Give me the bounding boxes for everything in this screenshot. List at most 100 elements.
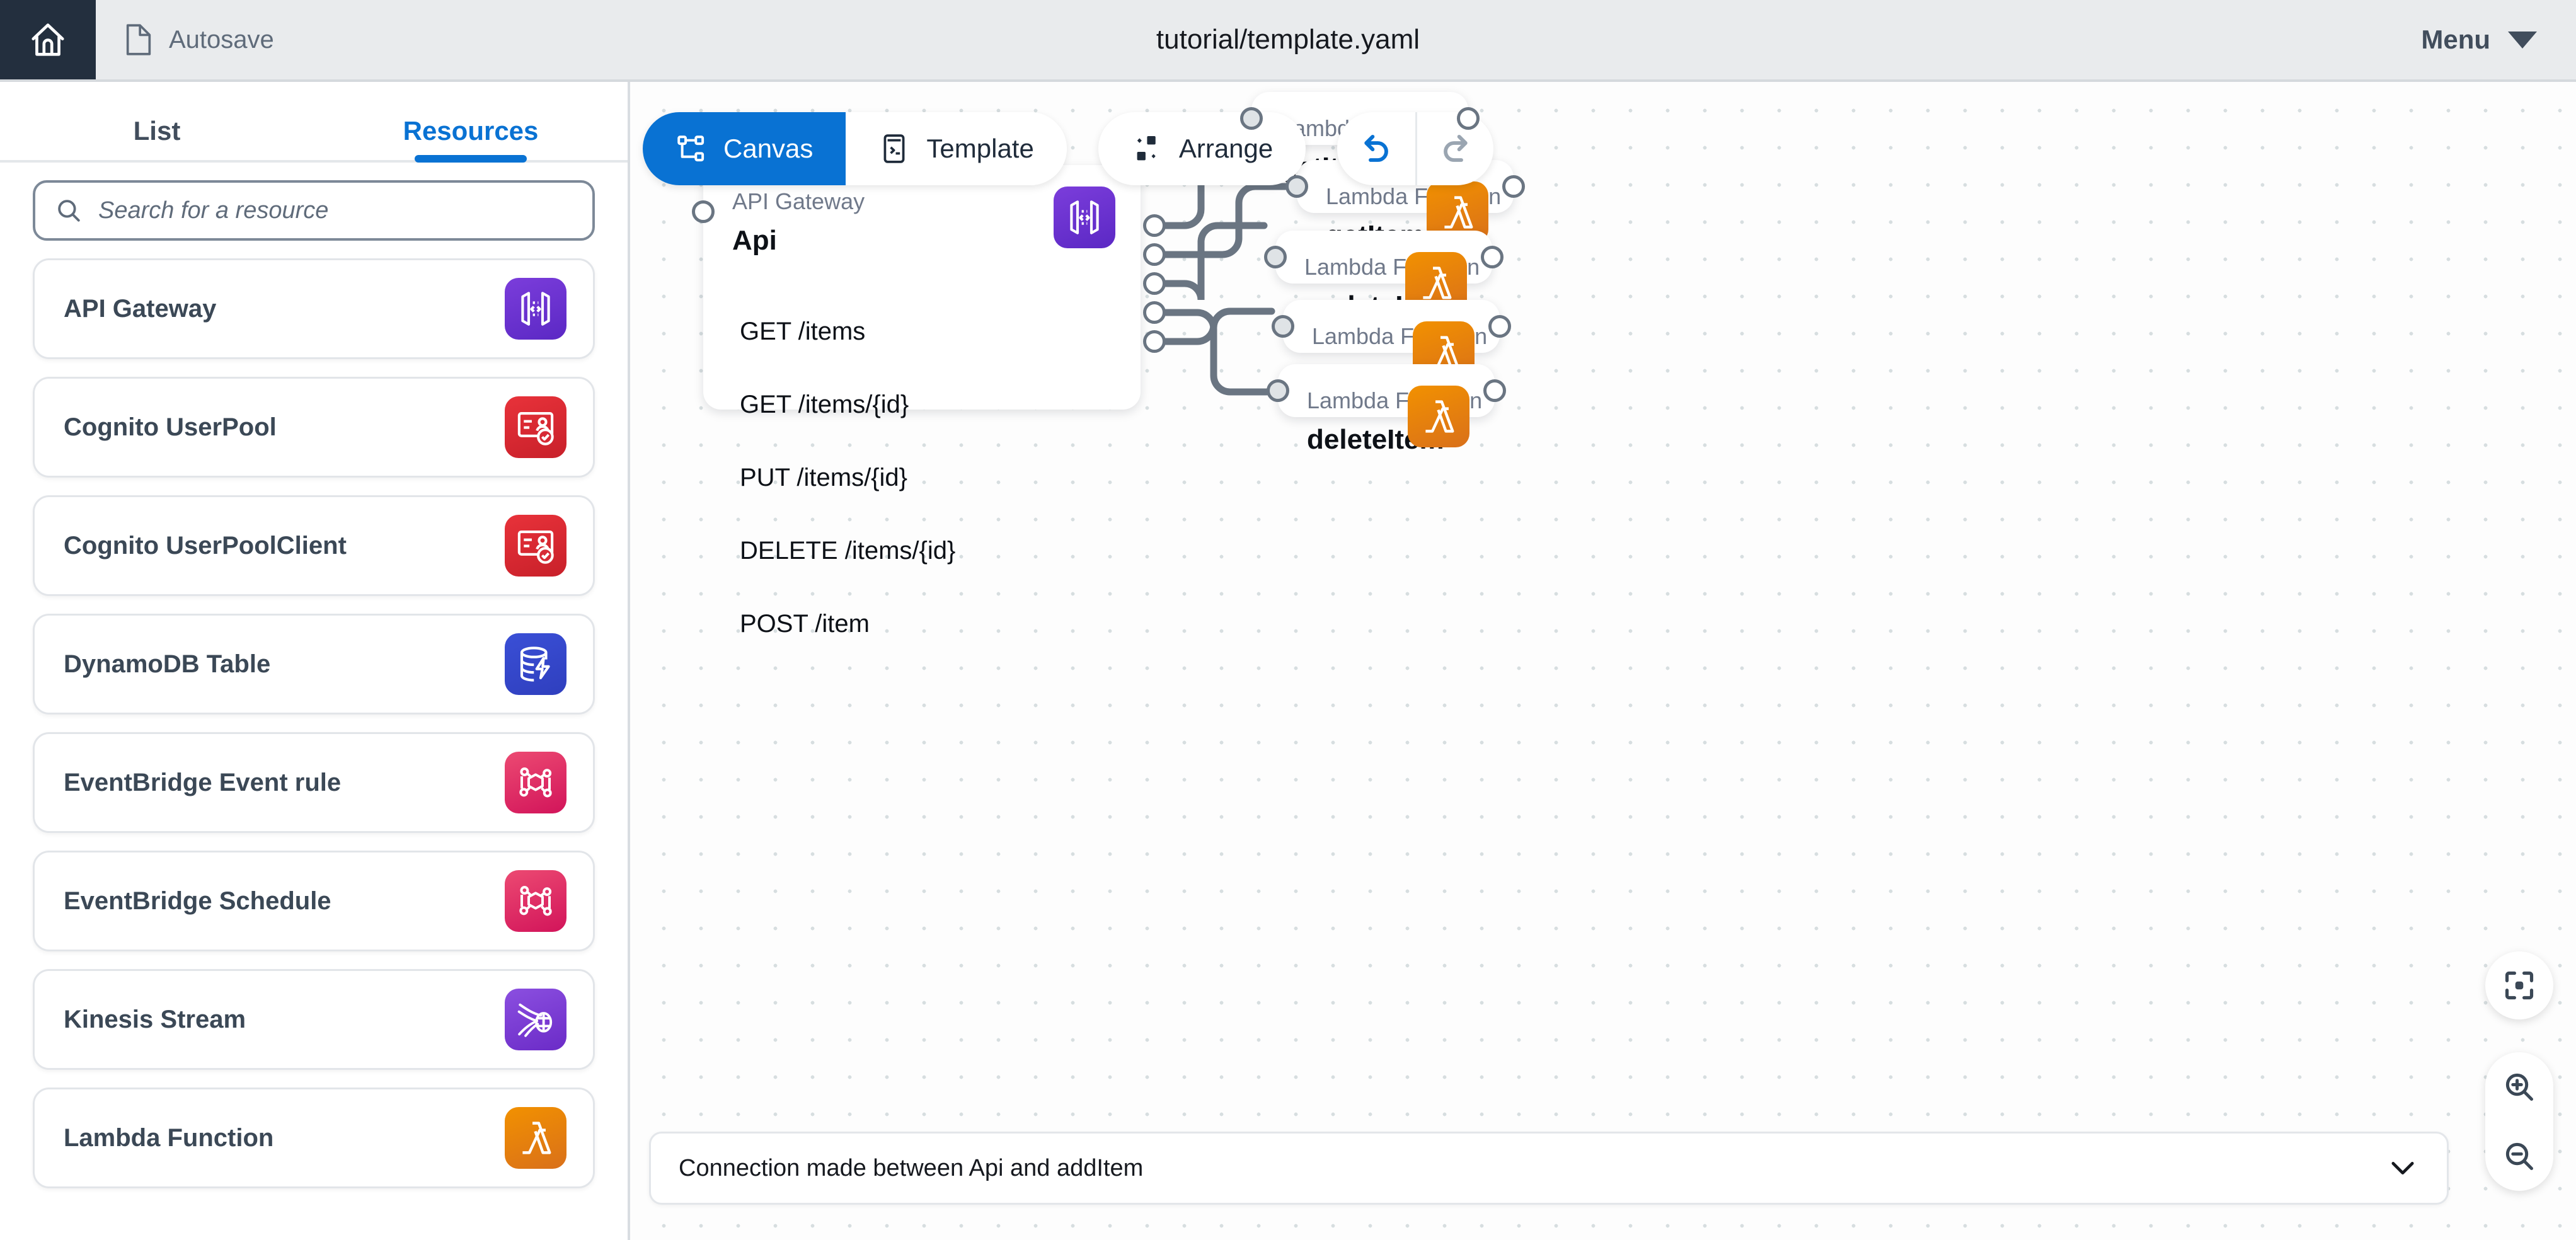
template-view-label: Template — [926, 134, 1034, 163]
autosave-label: Autosave — [169, 25, 274, 54]
lambda-output-port-additem[interactable] — [1488, 315, 1511, 338]
diagram-canvas[interactable]: Canvas Template — [630, 82, 2576, 1240]
resource-item-lambda-function[interactable]: Lambda Function — [33, 1088, 595, 1188]
eventbridge-icon — [505, 870, 566, 932]
resource-label: API Gateway — [64, 294, 217, 323]
route-label: POST /item — [740, 609, 870, 638]
node-type-label: API Gateway — [732, 188, 865, 214]
api-output-port-get-item[interactable] — [1143, 243, 1166, 266]
zoom-in-icon — [2503, 1071, 2536, 1103]
file-icon — [125, 23, 152, 56]
lambda-input-port-updateitem[interactable] — [1264, 246, 1287, 268]
resource-item-eventbridge-event-rule[interactable]: EventBridge Event rule — [33, 732, 595, 833]
home-button[interactable] — [0, 0, 96, 79]
eventbridge-icon — [505, 752, 566, 813]
resource-item-cognito-userpoolclient[interactable]: Cognito UserPoolClient — [33, 495, 595, 596]
resource-item-dynamodb-table[interactable]: DynamoDB Table — [33, 614, 595, 715]
canvas-icon — [676, 133, 707, 164]
canvas-view-label: Canvas — [723, 134, 814, 163]
resource-item-kinesis-stream[interactable]: Kinesis Stream — [33, 969, 595, 1070]
resource-item-api-gateway[interactable]: API Gateway — [33, 258, 595, 359]
cognito-icon — [505, 396, 566, 458]
node-header: API Gateway Api — [732, 190, 865, 255]
zoom-in-button[interactable] — [2485, 1052, 2553, 1122]
search-input[interactable]: Search for a resource — [98, 197, 329, 224]
redo-button[interactable] — [1415, 112, 1493, 185]
api-gateway-icon — [1054, 187, 1115, 248]
zoom-controls — [2485, 1052, 2553, 1191]
route-label: PUT /items/{id} — [740, 463, 908, 491]
api-route-put-item[interactable]: PUT /items/{id} — [740, 441, 955, 514]
menu-button[interactable]: Menu — [2421, 0, 2576, 79]
home-icon — [28, 20, 67, 59]
resource-label: Kinesis Stream — [64, 1005, 246, 1033]
template-icon — [878, 133, 910, 164]
cognito-icon — [505, 515, 566, 577]
lambda-node-deleteitem[interactable]: Lambda Function deleteItem — [1278, 364, 1495, 454]
zoom-out-icon — [2503, 1140, 2536, 1173]
arrange-icon — [1131, 133, 1163, 164]
api-route-get-items[interactable]: GET /items — [740, 295, 955, 368]
redo-icon — [1439, 132, 1473, 166]
view-mode-group: Canvas Template — [643, 112, 1067, 185]
route-label: GET /items/{id} — [740, 390, 909, 418]
lambda-icon — [1408, 386, 1469, 447]
kinesis-icon — [505, 989, 566, 1050]
sidebar-tabs: List Resources — [0, 82, 628, 163]
resource-item-cognito-userpool[interactable]: Cognito UserPool — [33, 377, 595, 478]
fit-to-screen-icon — [2503, 969, 2536, 1002]
tab-resources[interactable]: Resources — [314, 116, 628, 160]
search-container: Search for a resource — [0, 163, 628, 252]
search-box[interactable]: Search for a resource — [33, 180, 595, 241]
api-output-port-put-item[interactable] — [1143, 272, 1166, 295]
arrange-label: Arrange — [1178, 134, 1274, 163]
zoom-out-button[interactable] — [2485, 1122, 2553, 1191]
status-message: Connection made between Api and addItem — [679, 1154, 1144, 1181]
app-header: Autosave tutorial/template.yaml Menu — [0, 0, 2576, 82]
lambda-node-updateitem[interactable]: Lambda Function updateItem — [1275, 231, 1492, 320]
resources-sidebar: List Resources Search for a resource — [0, 82, 630, 1240]
tab-list-label: List — [133, 116, 181, 146]
undo-button[interactable] — [1337, 112, 1415, 185]
canvas-toolbar: Canvas Template — [643, 112, 1494, 185]
lambda-node-additem[interactable]: Lambda Function addItem — [1283, 300, 1500, 389]
api-output-port-delete-item[interactable] — [1143, 301, 1166, 324]
lambda-input-port-additem[interactable] — [1272, 315, 1294, 338]
autosave-indicator[interactable]: Autosave — [96, 0, 274, 79]
resource-label: EventBridge Event rule — [64, 768, 342, 796]
status-bar[interactable]: Connection made between Api and addItem — [649, 1132, 2449, 1205]
lambda-output-port-deleteitem[interactable] — [1483, 379, 1506, 402]
api-output-port-get-items[interactable] — [1143, 214, 1166, 237]
resource-label: EventBridge Schedule — [64, 887, 331, 915]
api-route-post-item[interactable]: POST /item — [740, 587, 955, 660]
resource-label: Cognito UserPoolClient — [64, 531, 347, 560]
arrange-button[interactable]: Arrange — [1098, 112, 1306, 185]
chevron-down-icon[interactable] — [2386, 1152, 2419, 1185]
tab-list[interactable]: List — [0, 116, 314, 160]
api-input-port[interactable] — [692, 200, 715, 223]
lambda-output-port-updateitem[interactable] — [1481, 246, 1504, 268]
lambda-input-port-deleteitem[interactable] — [1267, 379, 1289, 402]
lambda-output-port-getitems[interactable] — [1457, 107, 1480, 130]
node-name-label: Api — [732, 225, 777, 256]
tab-resources-label: Resources — [403, 116, 539, 146]
fit-to-screen-button[interactable] — [2485, 951, 2553, 1019]
lambda-output-port-getitem[interactable] — [1502, 175, 1525, 198]
undo-icon — [1359, 132, 1393, 166]
lambda-input-port-getitem[interactable] — [1285, 175, 1308, 198]
template-view-button[interactable]: Template — [846, 112, 1067, 185]
resource-item-eventbridge-schedule[interactable]: EventBridge Schedule — [33, 851, 595, 951]
dynamodb-icon — [505, 633, 566, 695]
menu-label: Menu — [2421, 25, 2490, 54]
route-label: GET /items — [740, 317, 866, 345]
lambda-input-port-getitems[interactable] — [1240, 107, 1263, 130]
api-output-port-post-item[interactable] — [1143, 330, 1166, 353]
resource-label: Cognito UserPool — [64, 413, 277, 441]
api-route-delete-item[interactable]: DELETE /items/{id} — [740, 514, 955, 587]
resource-label: Lambda Function — [64, 1123, 274, 1152]
resource-label: DynamoDB Table — [64, 650, 271, 678]
api-route-get-item-by-id[interactable]: GET /items/{id} — [740, 368, 955, 441]
api-gateway-node[interactable]: API Gateway Api GET /items — [703, 165, 1141, 638]
canvas-view-button[interactable]: Canvas — [643, 112, 846, 185]
